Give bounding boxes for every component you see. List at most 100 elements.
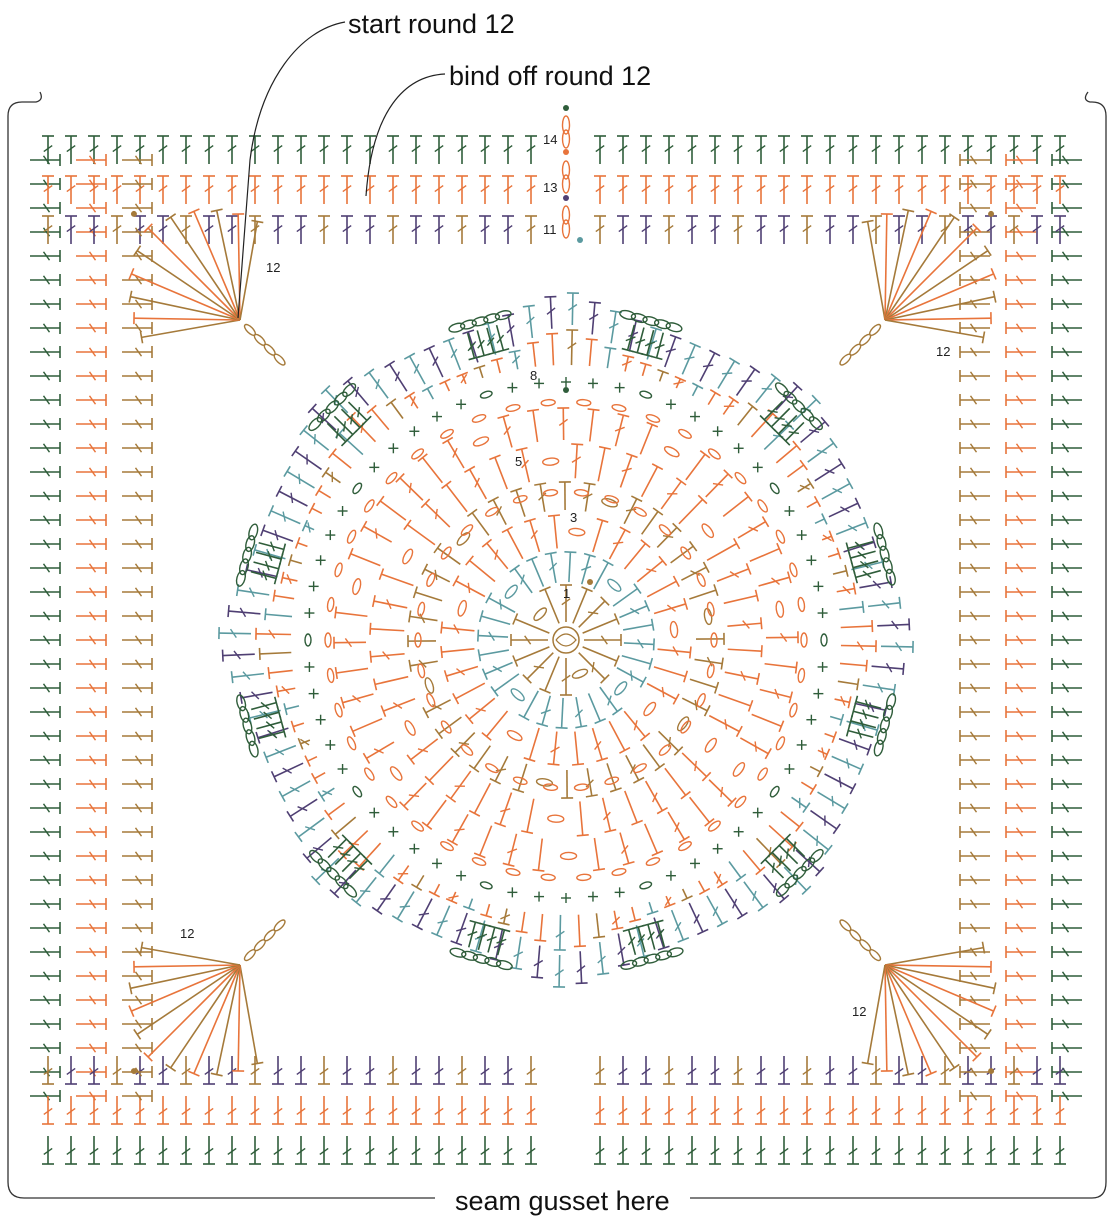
stitch-symbol [723, 492, 752, 516]
stitch-symbol [661, 478, 686, 509]
stitch-symbol [1052, 1090, 1082, 1102]
round-label-12-tr: 12 [936, 344, 950, 359]
stitch-symbol [276, 686, 295, 698]
stitch-symbol [65, 1096, 77, 1124]
stitch-symbol [583, 647, 619, 667]
chain-stitch [734, 471, 748, 485]
stitch-symbol [798, 478, 814, 491]
single-crochet [615, 887, 625, 897]
stitch-symbol [272, 763, 304, 782]
stitch-symbol [617, 216, 629, 244]
chain-stitch [571, 667, 588, 680]
stitch-symbol [1052, 178, 1082, 190]
stitch-symbol [226, 216, 238, 244]
chain-stitch [471, 413, 486, 424]
round-label-13: 13 [543, 180, 557, 195]
stitch-symbol [594, 1056, 606, 1084]
single-crochet [432, 412, 442, 422]
chain-stitch [327, 668, 335, 683]
chain-stitch [632, 506, 647, 518]
callout-seam-gusset: seam gusset here [455, 1186, 670, 1216]
stitch-symbol [527, 342, 539, 366]
stitch-symbol [410, 1056, 422, 1084]
chain-stitch [808, 847, 825, 864]
stitch-symbol [617, 1136, 629, 1164]
single-crochet [304, 662, 314, 672]
stitch-symbol [640, 1096, 652, 1124]
stitch-symbol [76, 730, 106, 742]
stitch-symbol [1006, 562, 1036, 574]
stitch-symbol [1006, 994, 1036, 1006]
marker-dot [988, 1068, 994, 1074]
single-crochet [369, 462, 379, 472]
round-labels: 1 3 5 8 11 13 14 12 12 12 12 [180, 132, 950, 1019]
chain-stitch [247, 523, 259, 541]
stitch-symbol [960, 706, 990, 718]
stitch-symbol [296, 537, 308, 548]
stitch-symbol [364, 216, 376, 244]
stitch-symbol [498, 415, 512, 447]
stitch-symbol [30, 178, 60, 190]
stitch-symbol [781, 812, 803, 832]
stitch-symbol [122, 706, 152, 718]
stitch-symbol [410, 1136, 422, 1164]
stitch-symbol [824, 136, 836, 164]
stitch-symbol [1052, 778, 1082, 790]
stitch-symbol [429, 884, 440, 897]
stitch-symbol [960, 226, 990, 238]
single-crochet [806, 715, 816, 725]
stitch-symbol [65, 176, 77, 204]
stitch-symbol [588, 409, 600, 441]
stitch-symbol [960, 754, 990, 766]
stitch-symbol [893, 176, 905, 204]
stitch-symbol [318, 1056, 330, 1084]
stitch-symbol [325, 803, 345, 820]
chain-stitch [480, 881, 493, 890]
stitch-symbol [433, 1136, 445, 1164]
stitch-symbol [341, 694, 373, 708]
stitch-symbol [615, 414, 629, 446]
stitch-symbol [939, 176, 951, 204]
stitch-symbol [251, 697, 278, 710]
chain-stitch [790, 398, 807, 415]
stitch-symbol [30, 442, 60, 454]
stitch-symbol [1052, 202, 1082, 214]
stitch-symbol [122, 778, 152, 790]
stitch-symbol [273, 590, 294, 602]
stitch-symbol [640, 363, 652, 376]
stitch-symbol [447, 814, 468, 845]
stitch-symbol [960, 538, 990, 550]
stitch-symbol [622, 355, 634, 371]
stitch-symbol [251, 571, 278, 585]
stitch-symbol [960, 274, 990, 286]
stitch-symbol [839, 601, 863, 613]
stitch-symbol [714, 872, 727, 888]
chain-stitch [334, 562, 344, 577]
stitch-symbol [737, 366, 760, 396]
stitch-symbol [387, 136, 399, 164]
stitch-symbol [699, 881, 710, 894]
stitch-symbol [1052, 538, 1082, 550]
single-crochet [588, 892, 598, 902]
stitch-symbol [594, 136, 606, 164]
chain-stitch [532, 606, 548, 622]
stitch-symbol [318, 1096, 330, 1124]
stitch-symbol [583, 613, 619, 633]
single-crochet [784, 506, 794, 516]
stitch-symbol [76, 466, 106, 478]
stitch-symbol [466, 556, 495, 582]
stitch-symbol [445, 667, 478, 682]
stitch-symbol [308, 404, 336, 430]
stitch-symbol [1052, 898, 1082, 910]
stitch-symbol [30, 466, 60, 478]
stitch-symbol [1052, 826, 1082, 838]
stitch-symbol [526, 557, 543, 587]
stitch-symbol [841, 620, 873, 632]
stitch-symbol [122, 346, 152, 358]
chain-stitch [801, 633, 807, 647]
stitch-symbol [30, 826, 60, 838]
stitch-symbol [1052, 1042, 1082, 1054]
stitch-symbol [76, 178, 106, 190]
stitch-symbol [330, 870, 356, 898]
chain-stitch [665, 321, 683, 333]
